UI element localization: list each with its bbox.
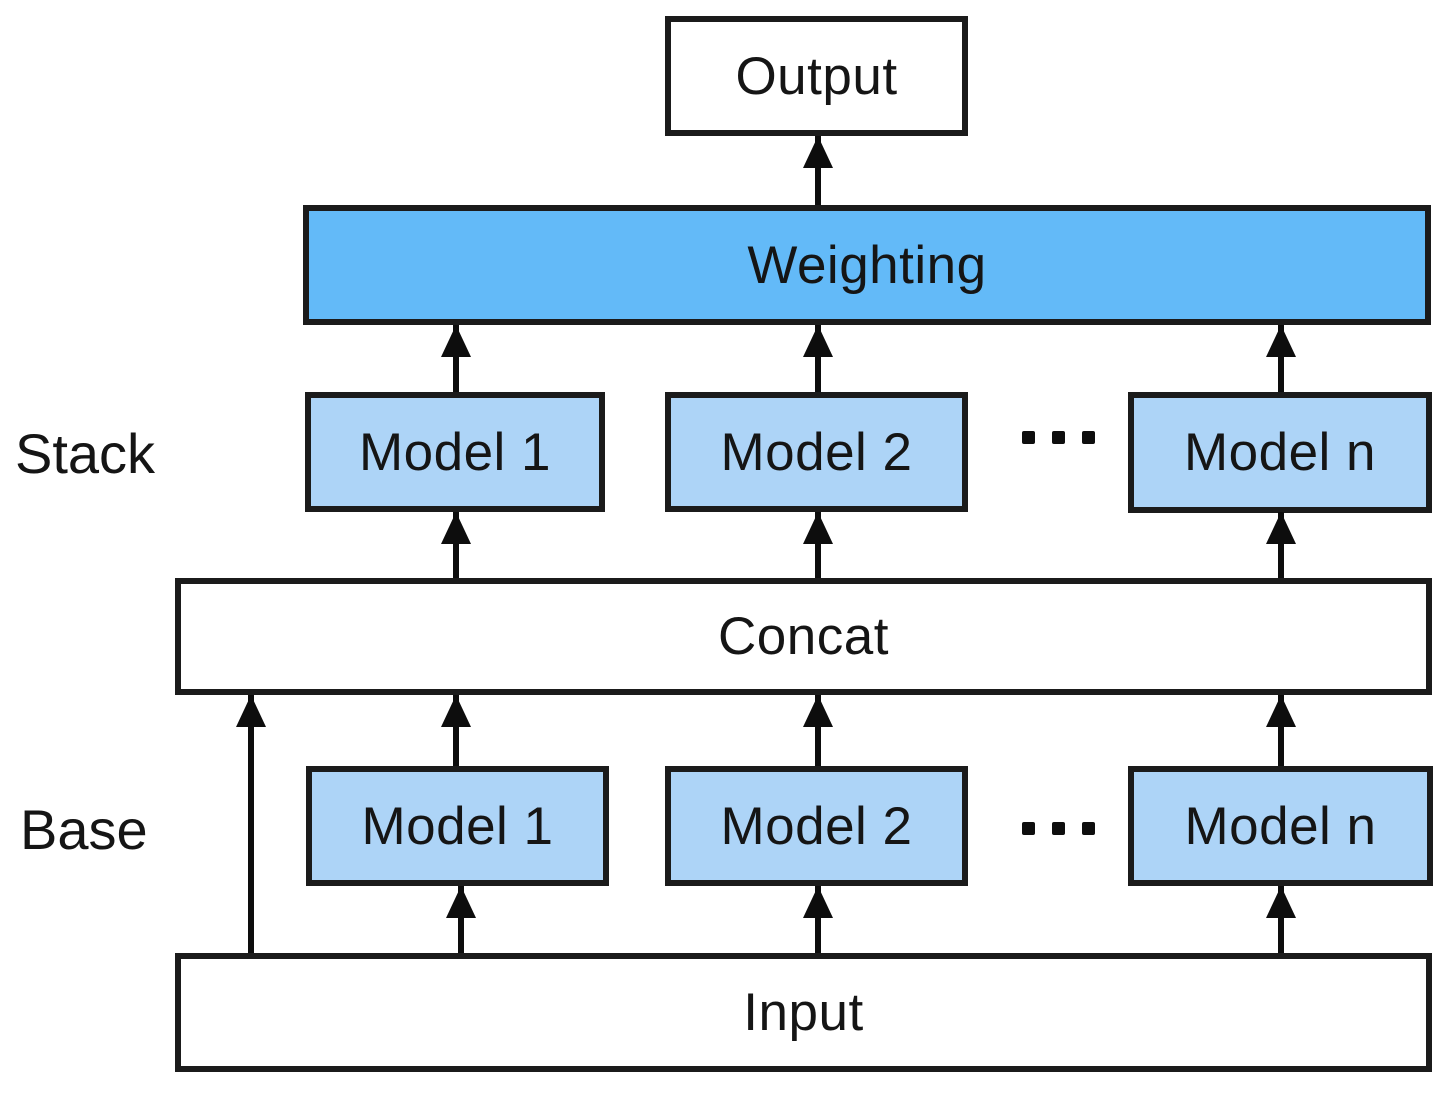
arrow-input-to-base-model1 [446,886,476,953]
weighting-box: Weighting [303,205,1431,325]
output-label: Output [735,46,898,106]
input-label: Input [743,983,864,1042]
arrow-input-to-base-model2 [803,886,833,953]
stack-model-n-label: Model n [1183,423,1377,482]
output-box: Output [665,16,968,136]
arrow-weighting-to-output [803,136,833,205]
dot-icon [1052,431,1065,444]
dot-icon [1022,822,1035,835]
stack-model-1-box: Model 1 [305,392,605,512]
arrow-base-model2-to-concat [803,695,833,766]
arrow-stack-model2-to-weighting [803,325,833,392]
stack-model-2-label: Model 2 [720,422,913,482]
arrow-concat-to-stack-modeln [1266,512,1296,578]
dot-icon [1082,431,1095,444]
arrow-concat-to-stack-model2 [803,512,833,578]
base-row-label: Base [20,798,148,861]
arrow-input-to-base-modeln [1266,886,1296,953]
arrow-input-to-concat-skip [236,695,266,953]
base-model-1-label: Model 1 [361,796,554,856]
stack-ellipsis-icon [1022,431,1095,444]
base-model-n-box: Model n [1128,766,1433,886]
base-ellipsis-icon [1022,822,1095,835]
concat-box: Concat [175,578,1432,695]
stack-row-label: Stack [15,422,156,485]
input-box: Input [175,953,1432,1072]
base-model-1-box: Model 1 [306,766,609,886]
dot-icon [1082,822,1095,835]
weighting-label: Weighting [747,235,987,295]
base-model-n-label: Model n [1184,796,1377,856]
arrow-stack-modeln-to-weighting [1266,325,1296,392]
stack-model-n-box: Model n [1128,392,1432,513]
stack-model-2-box: Model 2 [665,392,968,512]
dot-icon [1052,822,1065,835]
concat-label: Concat [718,607,889,666]
base-model-2-box: Model 2 [665,766,968,886]
arrow-stack-model1-to-weighting [441,325,471,392]
arrow-concat-to-stack-model1 [441,512,471,578]
arrow-base-model1-to-concat [441,695,471,766]
base-model-2-label: Model 2 [720,796,913,856]
stack-model-1-label: Model 1 [358,422,552,482]
arrow-base-modeln-to-concat [1266,695,1296,766]
dot-icon [1022,431,1035,444]
